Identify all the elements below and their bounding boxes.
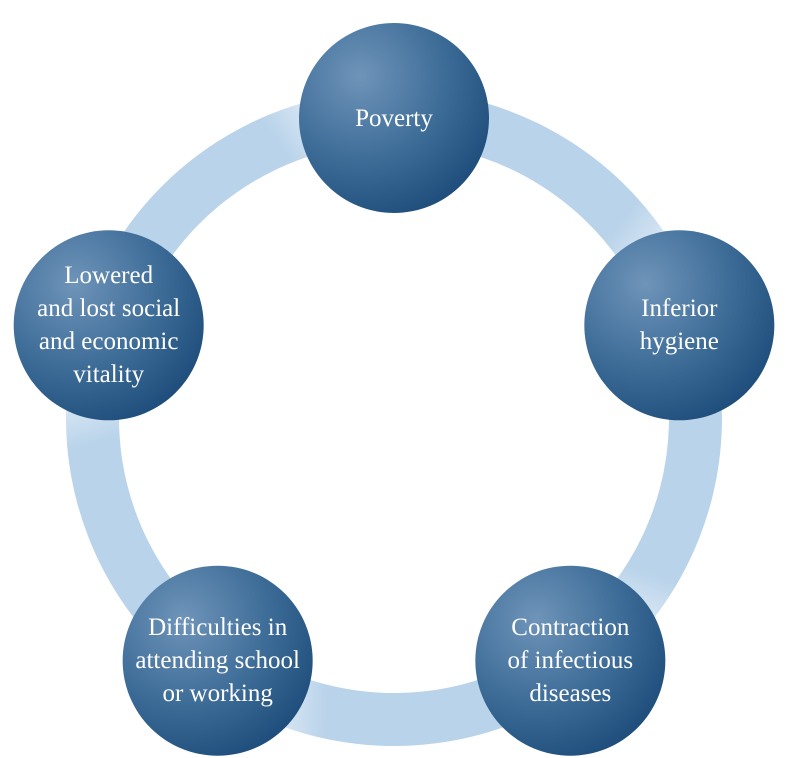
cycle-nodes xyxy=(13,23,775,756)
node-difficulties-in-attending-school-or-working xyxy=(122,565,313,756)
cycle-arrow-3 xyxy=(225,656,559,746)
node-contraction-of-infectious-diseases xyxy=(475,565,666,756)
node-inferior-hygiene xyxy=(584,230,775,421)
node-lowered-and-lost-social-and-economic-vitality xyxy=(13,230,204,421)
node-poverty xyxy=(299,23,489,213)
cycle-arrow-2 xyxy=(579,349,722,656)
